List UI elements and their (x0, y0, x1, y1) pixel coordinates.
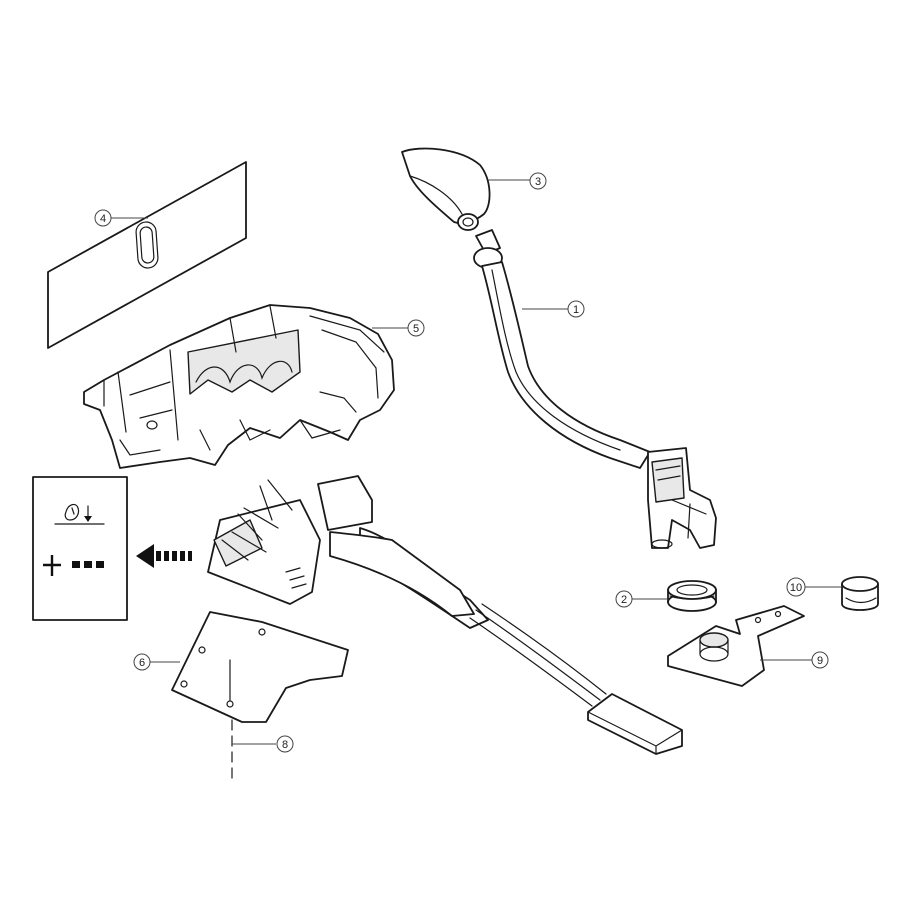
callout-9-label: 9 (817, 655, 823, 667)
callout-6-label: 6 (139, 657, 145, 669)
callout-10-label: 10 (790, 582, 802, 594)
switch-assembly (207, 475, 683, 755)
callout-2-label: 2 (621, 594, 627, 606)
callout-5: 5 (407, 319, 425, 337)
callout-9: 9 (811, 651, 829, 669)
callout-6: 6 (133, 653, 151, 671)
part-3-knob (401, 147, 491, 231)
callout-8-label: 8 (282, 739, 288, 751)
leader-lines (110, 179, 842, 745)
callout-4: 4 (94, 209, 112, 227)
callout-3: 3 (529, 172, 547, 190)
callout-4-label: 4 (100, 213, 106, 225)
down-arrow-icon (84, 505, 92, 522)
instruction-panel (32, 476, 128, 621)
hand-pull-icon (64, 503, 80, 521)
part-10-cap (841, 576, 879, 611)
part-6-cover-plate (171, 611, 349, 723)
callout-3-label: 3 (535, 176, 541, 188)
callout-1-label: 1 (573, 304, 579, 316)
part-5-housing (83, 304, 395, 469)
part-9-bracket (667, 605, 805, 687)
dots-icon (72, 561, 104, 568)
part-4-gasket (47, 161, 247, 349)
callout-1: 1 (567, 300, 585, 318)
part-1-lever (473, 229, 717, 549)
plus-icon (43, 555, 61, 576)
callout-5-label: 5 (413, 323, 419, 335)
part-2-grommet (667, 580, 717, 612)
callout-10: 10 (786, 577, 806, 597)
callout-8: 8 (276, 735, 294, 753)
callout-2: 2 (615, 590, 633, 608)
direction-arrow-icon (136, 544, 192, 568)
